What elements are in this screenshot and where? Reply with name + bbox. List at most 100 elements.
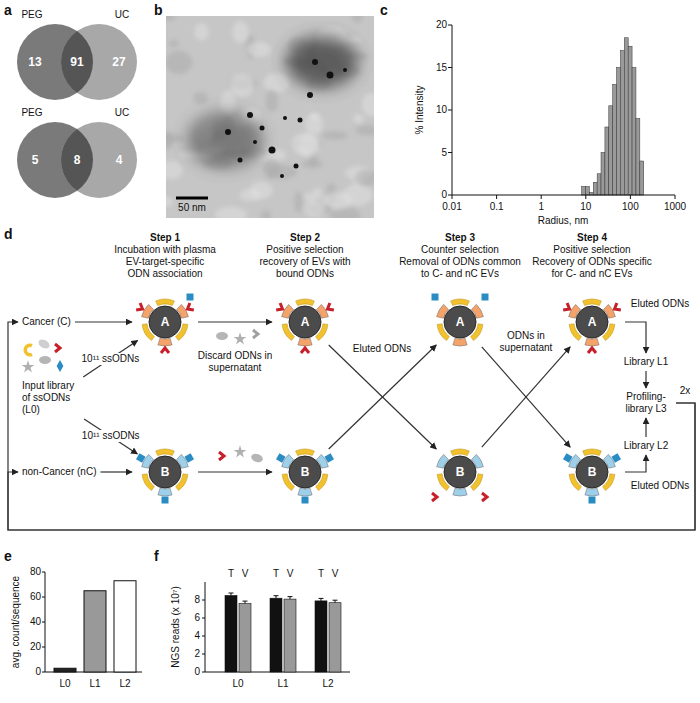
figure-label: Recovery of ODNs specific for C- and nC … <box>530 256 655 280</box>
tick-label: 4 <box>194 630 200 642</box>
odn-crescent <box>23 344 32 357</box>
ev-target <box>298 338 312 346</box>
figure-label: L1 <box>89 678 100 690</box>
flow-label: Cancer (C) <box>20 315 73 329</box>
venn-overlap <box>61 122 137 198</box>
tick-mark <box>448 152 452 153</box>
axis-title: avg. count/sequence <box>10 576 22 668</box>
membrane-protein <box>316 474 328 491</box>
odn-square <box>302 497 309 504</box>
flow-arrow <box>645 418 646 437</box>
ev-target <box>177 304 189 318</box>
tick-label: 0 <box>441 189 447 201</box>
tick-label: 20 <box>30 641 41 653</box>
ev-letter: A <box>161 315 170 329</box>
figure-label: L2 <box>322 678 333 690</box>
tick-mark <box>675 195 676 199</box>
odn-blob <box>216 332 228 340</box>
error-bar <box>243 601 248 602</box>
axis-line <box>205 582 206 672</box>
ev-target <box>142 304 154 318</box>
odn-chevron <box>253 330 258 338</box>
figure-label: 27 <box>112 55 125 69</box>
edge-label: 2x <box>679 385 692 397</box>
ev-particle: B <box>428 440 492 504</box>
membrane-protein <box>142 324 154 341</box>
tem-texture <box>215 206 247 218</box>
ev-particle: A <box>273 290 337 354</box>
histogram-bar <box>582 187 586 196</box>
tick-mark <box>448 25 452 26</box>
nanoparticle <box>307 92 313 98</box>
panel-letter: a <box>4 2 12 19</box>
tem-texture <box>362 93 374 116</box>
flow-arrow <box>329 345 437 449</box>
figure-label: Eluted ODNs <box>353 343 411 355</box>
flow-arrow <box>8 322 695 530</box>
figure-label: EV-target-specific ODN association <box>115 256 215 280</box>
ev-particle: B <box>273 440 337 504</box>
odn-star <box>234 445 247 457</box>
ev-target <box>569 304 581 318</box>
venn-overlap <box>61 24 137 100</box>
histogram-bar <box>632 68 636 196</box>
membrane-protein <box>583 449 602 456</box>
tem-texture <box>169 39 179 47</box>
figure-label: PEG <box>21 107 42 119</box>
tem-texture <box>261 210 271 218</box>
flow-label: non-Cancer (nC) <box>20 465 98 479</box>
odn-square <box>184 453 194 463</box>
tem-texture <box>264 73 290 93</box>
nanoparticle <box>225 129 231 135</box>
odn-blob <box>39 356 51 364</box>
ev-target <box>437 304 449 318</box>
membrane-protein <box>156 299 175 306</box>
nanoparticle <box>283 116 287 120</box>
ev-particle: A <box>133 290 197 354</box>
odn-chevron <box>613 303 621 312</box>
ev-target <box>298 488 312 496</box>
odn-square <box>432 294 439 301</box>
figure-label: recovery of EVs with bound ODNs <box>255 256 355 280</box>
membrane-protein <box>296 299 315 306</box>
ev-particle: B <box>133 440 197 504</box>
figure-label: PEG <box>21 9 42 21</box>
odn-chevron <box>326 303 334 312</box>
ev-core <box>149 456 181 488</box>
ev-letter: B <box>301 465 310 479</box>
figure-label: 8 <box>74 153 81 167</box>
node-text: Input library of ssODNs (L0) <box>22 380 82 416</box>
membrane-protein <box>437 324 449 341</box>
ev-target <box>437 454 449 468</box>
tem-texture <box>166 160 182 179</box>
membrane-protein <box>569 474 581 491</box>
odn-chevron <box>563 303 571 312</box>
histogram-bar <box>636 119 640 196</box>
venn-circle <box>61 122 137 198</box>
odn-square <box>482 294 489 301</box>
edge-label: 10¹¹ ssODNs <box>81 353 141 365</box>
ev-target <box>282 304 294 318</box>
odn-chevron <box>161 348 169 353</box>
nanoparticle <box>253 140 257 144</box>
tick-mark <box>42 672 45 673</box>
tem-texture <box>232 21 248 43</box>
edge-label: Eluted ODNs <box>630 298 690 310</box>
ev-letter: B <box>588 465 597 479</box>
membrane-protein <box>176 324 188 341</box>
nanoparticle <box>247 112 253 118</box>
histogram-bar <box>617 68 621 196</box>
flow-arrow <box>198 321 272 322</box>
flow-arrow <box>8 403 695 530</box>
histogram-bar <box>640 161 644 195</box>
ev-letter: A <box>456 315 465 329</box>
tem-texture <box>247 42 271 57</box>
venn-circle <box>61 24 137 100</box>
odn-square <box>136 453 146 463</box>
tem-texture <box>292 133 317 155</box>
ev-target <box>453 488 467 496</box>
histogram-bar <box>609 106 613 195</box>
odn-square <box>563 453 573 463</box>
tem-texture <box>194 23 209 41</box>
